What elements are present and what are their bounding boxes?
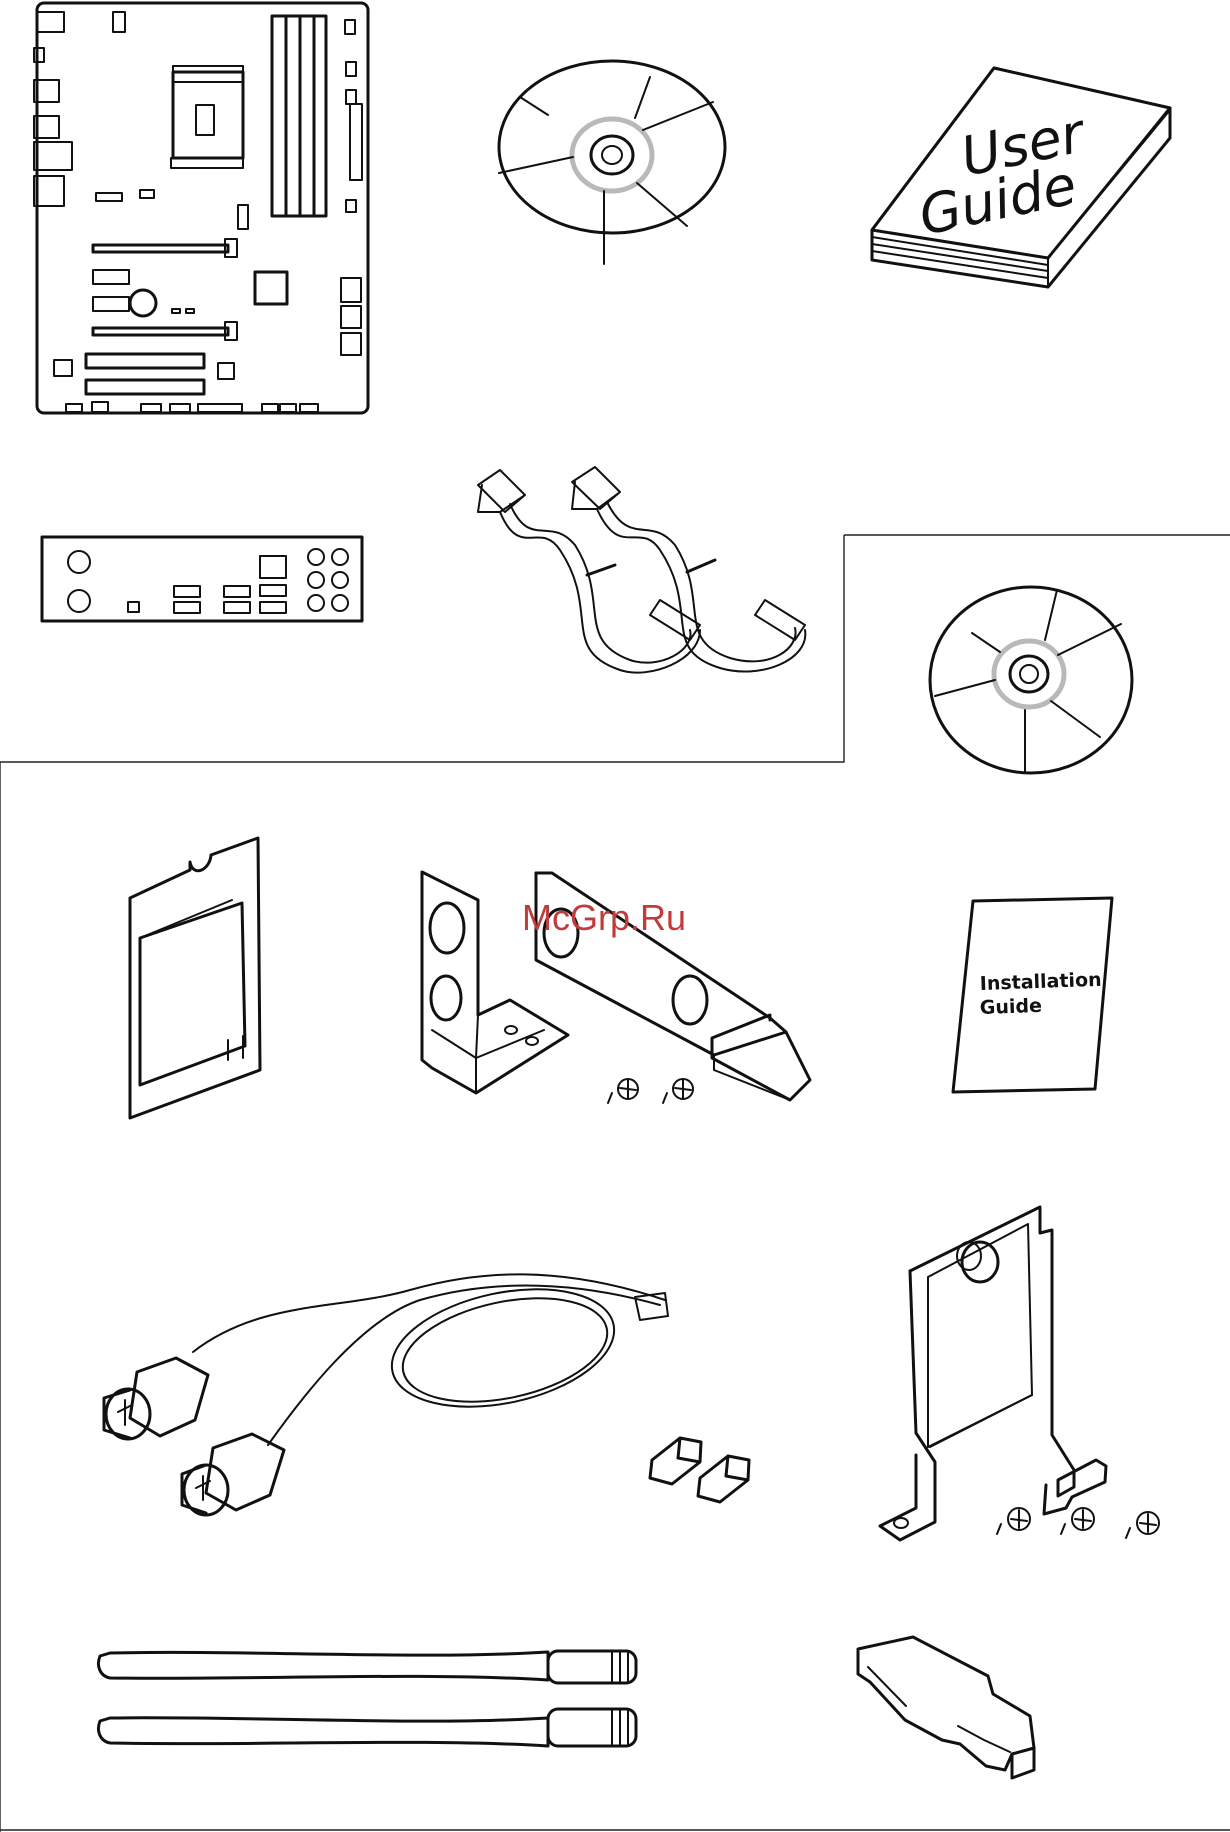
antenna-cables-icon	[104, 1271, 668, 1515]
watermark-text: McGrp.Ru	[522, 897, 686, 938]
io-cover-icon	[858, 1637, 1034, 1778]
installation-guide-line1: Installation	[979, 969, 1102, 995]
motherboard-icon	[34, 3, 368, 413]
antennas-icon	[98, 1651, 636, 1746]
optional-accessories-box	[0, 535, 1230, 1832]
user-guide-book-icon: User Guide	[872, 68, 1170, 287]
io-shield-icon	[42, 537, 362, 621]
card-bracket-icon	[880, 1207, 1159, 1540]
wifi-module-card-icon	[130, 838, 260, 1118]
sata-cables-icon	[478, 467, 805, 673]
installation-guide-icon: Installation Guide	[953, 898, 1112, 1092]
wifi-driver-dvd-icon	[930, 587, 1132, 773]
installation-guide-line2: Guide	[979, 995, 1042, 1019]
cable-clips-icon	[650, 1438, 749, 1502]
bracket-screws	[997, 1508, 1159, 1538]
driver-dvd-icon	[499, 61, 725, 264]
